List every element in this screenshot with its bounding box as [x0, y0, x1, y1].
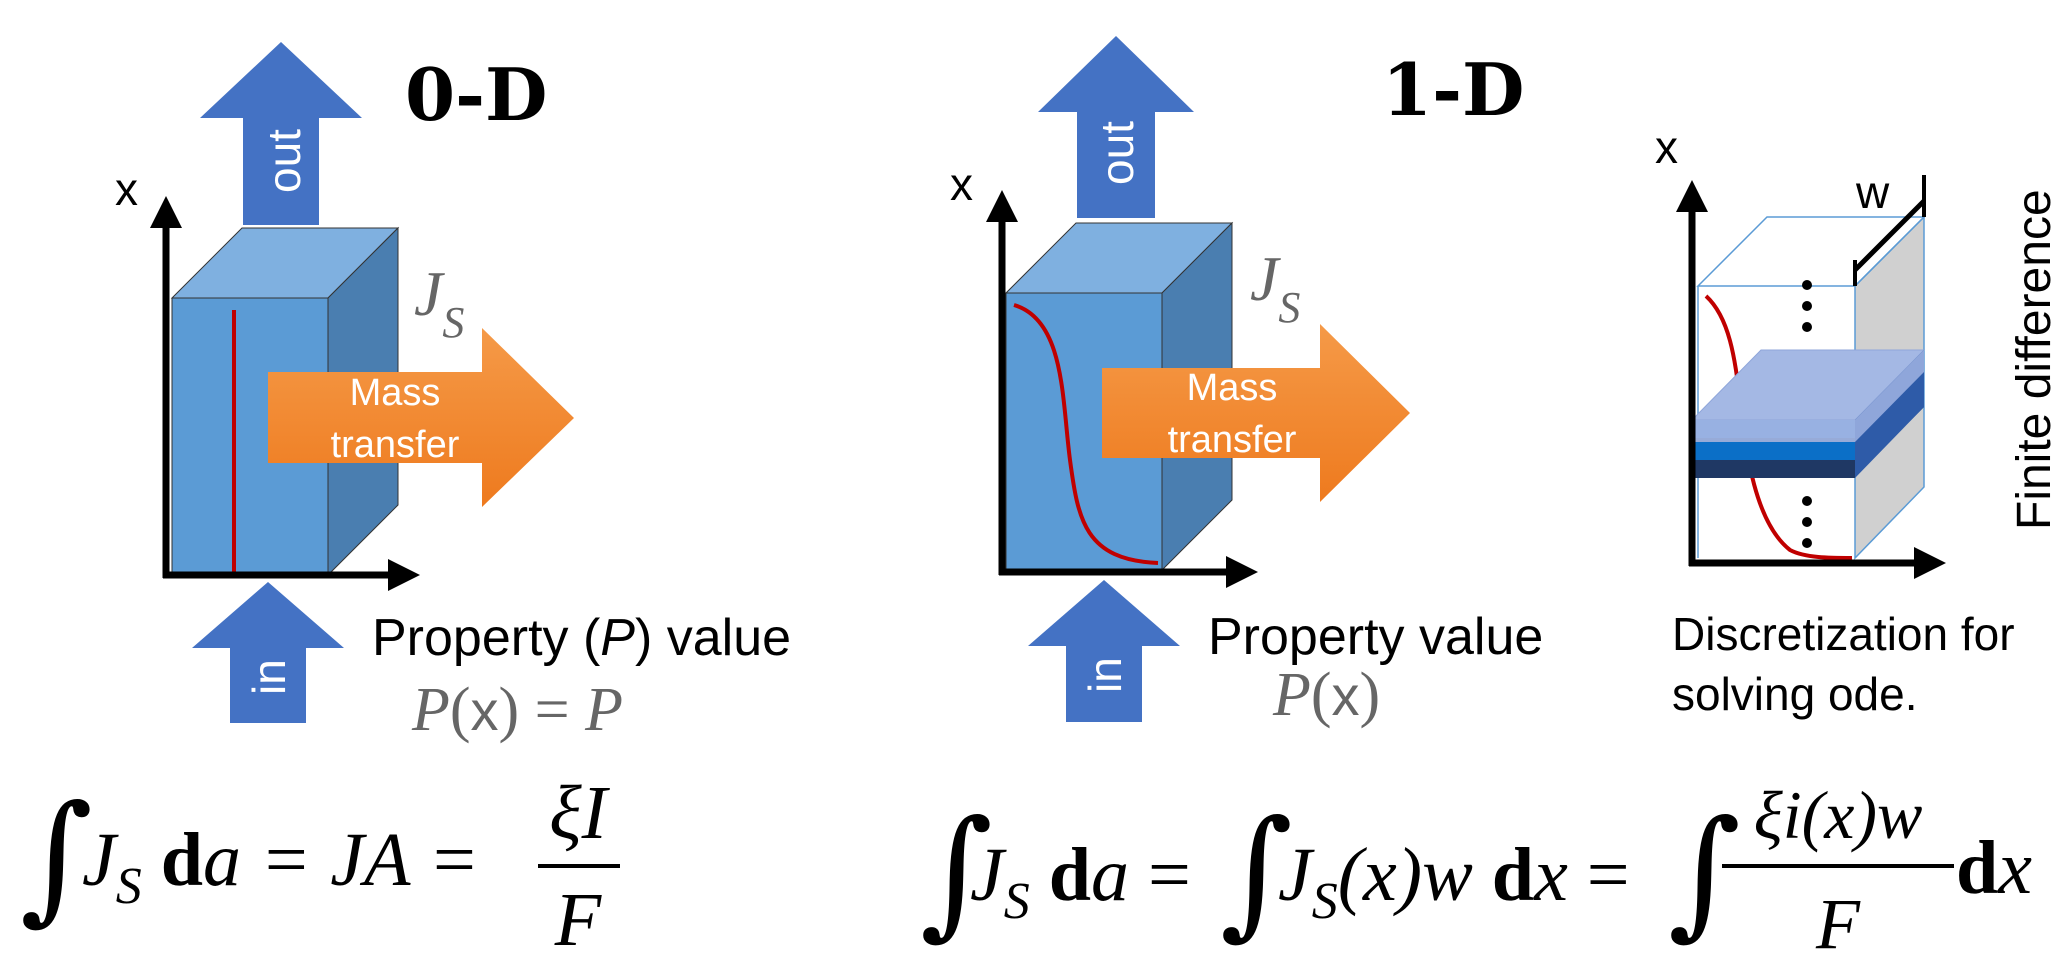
axis-x-label-0d: x — [115, 163, 138, 215]
in-arrow-0d: in — [192, 582, 344, 723]
equation-part-b-1d: JS(x)w dx = — [1278, 833, 1630, 930]
equation-numerator-1d: ξi(x)w — [1754, 777, 1923, 853]
integral-equation-0d: ∫ JS da = JA = ξI F — [20, 771, 620, 957]
flux-label-0d: JS — [414, 258, 464, 347]
out-arrow-0d: out — [200, 42, 362, 225]
mass-transfer-arrow-1d: Mass transfer — [1102, 324, 1410, 502]
axis-x-label-1d: x — [950, 158, 973, 210]
discretization-caption-line1: Discretization for — [1672, 608, 2015, 660]
flux-label-1d: JS — [1250, 243, 1300, 332]
width-label: w — [1855, 166, 1890, 218]
discretization-caption-line2: solving ode. — [1672, 668, 1918, 720]
property-label-1d: Property value — [1208, 608, 1543, 666]
panel-1d-title: 1-D — [1382, 47, 1524, 132]
equation-lhs-0d: JS da = JA = — [82, 818, 479, 915]
mass-transfer-text-1d-line2: transfer — [1168, 419, 1297, 461]
equation-part-c-1d: dx — [1956, 826, 2032, 910]
panel-0d-title: 0-D — [405, 52, 547, 137]
mass-transfer-arrow-0d: Mass transfer — [268, 328, 574, 507]
property-formula-0d: P(x) = P — [411, 676, 623, 744]
axes-discretization: x — [1655, 121, 1946, 579]
in-arrow-1d: in — [1028, 580, 1180, 722]
axes-0d: x — [115, 163, 420, 591]
property-label-0d: Property (P) value — [372, 609, 791, 667]
equation-denominator-0d: F — [554, 878, 603, 957]
integral-sign-0d: ∫ — [20, 776, 93, 939]
out-label-0d: out — [258, 129, 310, 193]
equation-denominator-1d: F — [1815, 884, 1861, 957]
axis-x-label-discretization: x — [1655, 121, 1678, 173]
in-label-0d: in — [243, 659, 295, 695]
integral-sign-1d-c: ∫ — [1668, 791, 1741, 954]
ellipsis-dots — [1802, 280, 1812, 548]
panel-1d: 1-D out x in JS — [920, 36, 2032, 957]
mass-transfer-text-0d-line1: Mass — [350, 372, 441, 414]
out-arrow-1d: out — [1038, 36, 1194, 218]
mass-transfer-text-0d-line2: transfer — [331, 424, 460, 466]
panel-0d: 0-D out x in JS — [20, 42, 791, 957]
discretization-slab — [1690, 349, 1926, 478]
equation-numerator-0d: ξI — [549, 771, 611, 855]
in-label-1d: in — [1079, 657, 1131, 693]
property-profile-1d — [1013, 303, 1159, 565]
finite-difference-label: Finite difference — [2008, 189, 2061, 530]
axes-1d: x — [950, 158, 1258, 588]
mass-transfer-text-1d-line1: Mass — [1187, 367, 1278, 409]
integral-sign-1d-a: ∫ — [920, 791, 993, 954]
property-formula-1d: P(x) — [1272, 661, 1380, 729]
integral-sign-1d-b: ∫ — [1220, 791, 1293, 954]
out-label-1d: out — [1091, 121, 1143, 185]
integral-equation-1d: ∫ JS da = ∫ JS(x)w dx = ∫ ξi(x)w F dx — [920, 777, 2032, 957]
width-marker: w — [1853, 166, 1926, 286]
equation-part-a-1d: JS da = — [970, 833, 1191, 930]
discretization-panel: w — [1655, 121, 2061, 720]
